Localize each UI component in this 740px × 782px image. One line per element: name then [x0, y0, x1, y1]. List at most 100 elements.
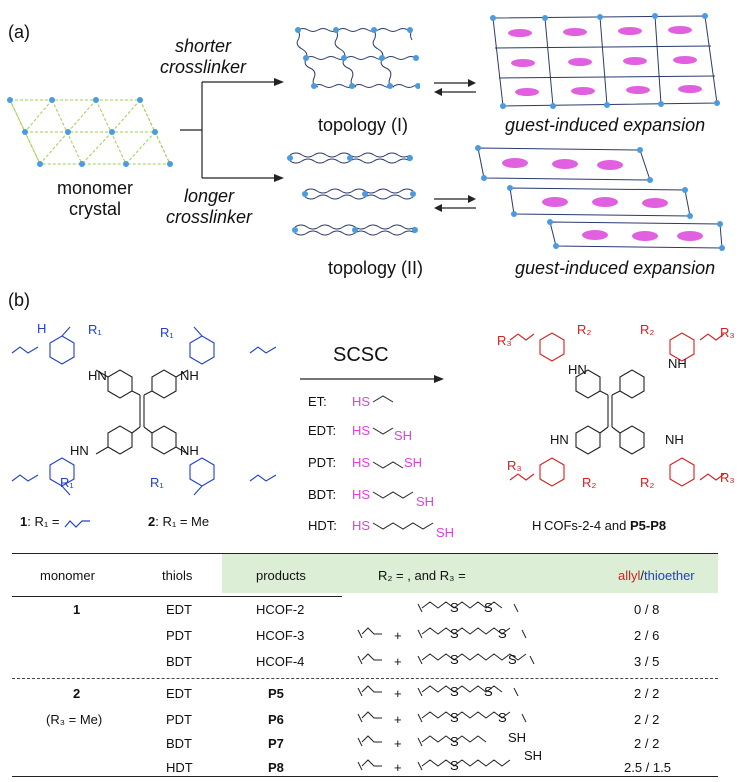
monomer-r1-label-4: R₁	[150, 475, 164, 490]
thiol-hdt-chain	[372, 517, 438, 535]
row-4-product: P5	[268, 686, 284, 701]
monomer-structure	[0, 315, 290, 510]
row-3-chain	[414, 650, 554, 670]
row-5-s1: S	[450, 710, 459, 725]
topology-2-network	[285, 145, 435, 255]
row-6-s1: S	[450, 734, 459, 749]
thiol-hdt-label: HDT:	[308, 518, 337, 533]
monomer-r1-label-2: R₁	[160, 325, 174, 340]
row-7-sh: SH	[524, 748, 542, 763]
panel-b-label: (b)	[8, 290, 30, 311]
thiol-pdt-sh: SH	[404, 455, 422, 470]
monomer-1-caption: 1: R₁ =	[20, 514, 93, 529]
thiol-hdt-hs: HS	[352, 518, 370, 533]
topology-2-label: topology (II)	[328, 258, 423, 279]
row-3-s2: S	[508, 652, 517, 667]
expanded-network-1	[485, 8, 725, 113]
row-1-ratio: 0 / 8	[634, 602, 659, 617]
monomer-2-caption: 2: R₁ = Me	[148, 514, 209, 529]
thiol-bdt-label: BDT:	[308, 487, 336, 502]
monomer-hn-label-1: HN	[88, 368, 107, 383]
product-r3-label-4: R₃	[720, 470, 735, 485]
row-4-allyl	[356, 682, 386, 702]
product-r2-label-1: R₂	[577, 322, 591, 337]
row-5-s2: S	[498, 710, 507, 725]
row-1-s2: S	[484, 600, 493, 615]
row-3-ratio: 3 / 5	[634, 654, 659, 669]
product-r3-label-2: R₃	[720, 325, 735, 340]
scsc-arrow	[298, 372, 448, 386]
row-2-product: HCOF-3	[256, 628, 304, 643]
row-1-s1: S	[450, 600, 459, 615]
row-5-allyl	[356, 708, 386, 728]
monomer-hn-label-2: HN	[70, 443, 89, 458]
thiol-edt-sh: SH	[394, 428, 412, 443]
product-r2-label-2: R₂	[640, 322, 654, 337]
monomer-nh-label-1: H	[37, 321, 46, 336]
row-7-ratio: 2.5 / 1.5	[624, 760, 671, 775]
row-5-product: P6	[268, 712, 284, 727]
monomer-r1-label-1: R₁	[88, 322, 102, 337]
header-allyl-thioether: allyl/thioether	[618, 568, 695, 583]
thiol-bdt-sh: SH	[416, 494, 434, 509]
row-1-chain	[414, 598, 534, 618]
topology-1-network	[290, 20, 420, 110]
row-4-ratio: 2 / 2	[634, 686, 659, 701]
scsc-label: SCSC	[333, 344, 389, 367]
product-r3-label-1: R₃	[497, 333, 512, 348]
header-thiols: thiols	[162, 568, 192, 583]
row-1-thiol: EDT	[166, 602, 192, 617]
thiol-et-chain	[372, 393, 402, 407]
product-r3-label-3: R₃	[507, 458, 522, 473]
row-2-thiol: PDT	[166, 628, 192, 643]
product-nh-label-1: NH	[668, 356, 687, 371]
row-3-allyl	[356, 650, 386, 670]
row-6-sh: SH	[508, 730, 526, 745]
monomer-nh-label-3: NH	[180, 443, 199, 458]
row-1-product: HCOF-2	[256, 602, 304, 617]
row-4-chain	[414, 682, 534, 702]
table-top-rule	[12, 553, 718, 554]
thiol-hdt-sh: SH	[436, 525, 454, 540]
thiol-edt-hs: HS	[352, 423, 370, 438]
thiol-pdt-hs: HS	[352, 455, 370, 470]
row-4-monomer: 2	[73, 686, 80, 701]
row-5-thiol: PDT	[166, 712, 192, 727]
allyl-group-icon	[63, 517, 93, 529]
row-1-monomer: 1	[73, 602, 80, 617]
row-7-chain	[414, 756, 524, 776]
row-6-plus: +	[394, 736, 402, 751]
topology-1-label: topology (I)	[318, 115, 408, 136]
row-7-s1: S	[450, 758, 459, 773]
row-7-product: P8	[268, 760, 284, 775]
thiol-bdt-hs: HS	[352, 487, 370, 502]
row-2-chain	[414, 624, 544, 644]
row-3-thiol: BDT	[166, 654, 192, 669]
monomer-r1-label-3: R₁	[60, 475, 74, 490]
row-3-plus: +	[394, 654, 402, 669]
row-6-product: P7	[268, 736, 284, 751]
thiol-bdt-chain	[372, 486, 418, 504]
longer-crosslinker-label: longer crosslinker	[162, 186, 256, 228]
product-nh-label-2: NH	[665, 432, 684, 447]
row-5-monomer: (R₃ = Me)	[46, 712, 102, 727]
thiol-pdt-label: PDT:	[308, 455, 336, 470]
product-hn-label-2: HN	[550, 432, 569, 447]
row-6-allyl	[356, 732, 386, 752]
thiol-pdt-chain	[372, 454, 408, 472]
row-3-s1: S	[450, 652, 459, 667]
monomer-nh-label-2: NH	[180, 368, 199, 383]
product-r2-label-4: R₂	[640, 475, 654, 490]
product-caption: H COFs-2-4 and P5-P8	[532, 518, 666, 533]
panel-a-label: (a)	[8, 22, 30, 43]
row-3-product: HCOF-4	[256, 654, 304, 669]
row-5-ratio: 2 / 2	[634, 712, 659, 727]
row-5-chain	[414, 708, 544, 728]
row-6-thiol: BDT	[166, 736, 192, 751]
row-6-chain	[414, 732, 504, 752]
monomer-crystal-lattice	[0, 92, 180, 172]
row-2-s2: S	[498, 626, 507, 641]
table-bottom-rule	[12, 776, 718, 777]
table-header-rule	[12, 596, 342, 597]
expansion-2-label: guest-induced expansion	[515, 258, 715, 279]
